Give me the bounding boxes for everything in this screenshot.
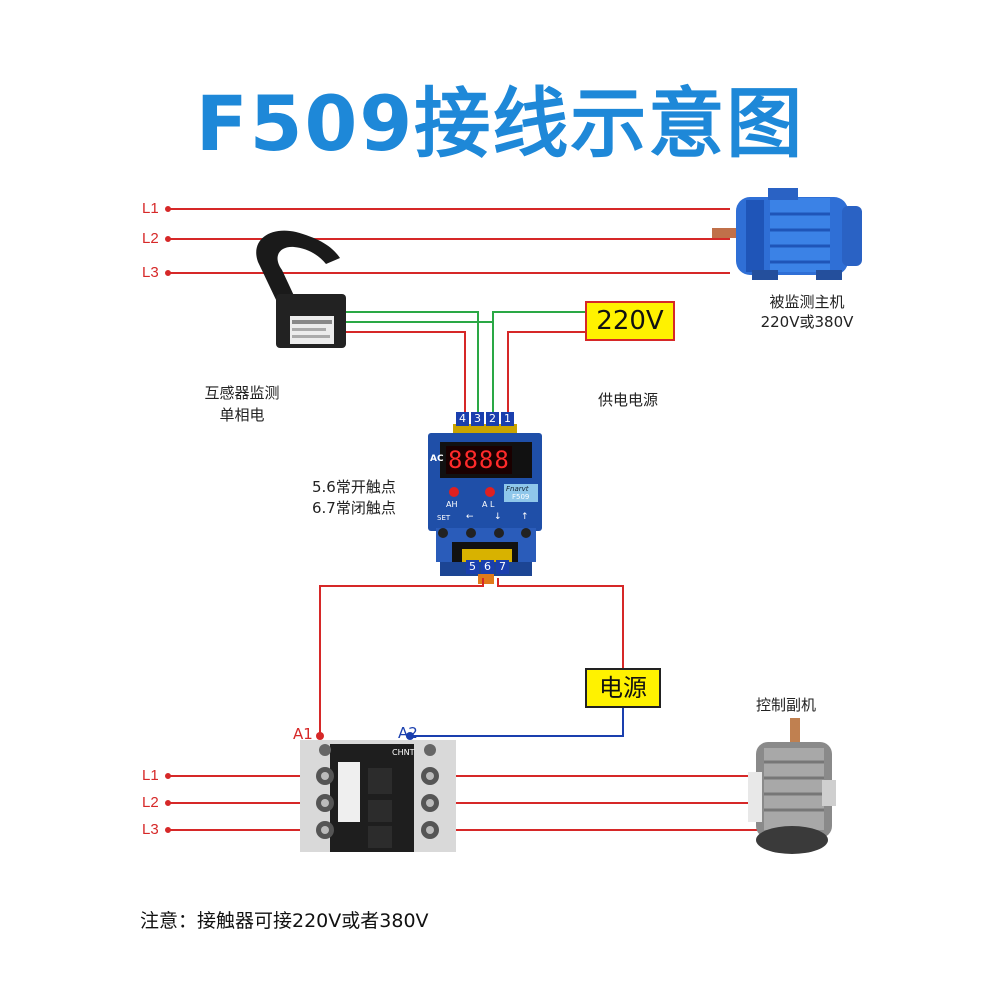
button-left-label: ← (466, 512, 474, 522)
aux-motor-label: 控制副机 (756, 696, 817, 714)
contactor-brand: CHNT (392, 748, 415, 757)
terminal-4: 4 (456, 412, 469, 426)
button-down-label: ↓ (494, 512, 502, 522)
device-led-ah: AH (446, 500, 458, 509)
contacts-label-line1: 5.6常开触点 (312, 478, 396, 496)
sensor-label-line2: 单相电 (219, 406, 265, 424)
main-motor-label-line1: 被监测主机 (769, 293, 845, 311)
top-line-label-l2: L2 (142, 230, 159, 247)
bottom-phase-lines (165, 773, 760, 833)
main-motor-label-line2: 220V或380V (760, 313, 854, 331)
control-wires (316, 578, 624, 740)
main-motor-label: 被监测主机 220V或380V (752, 292, 862, 332)
note-text: 注意：接触器可接220V或者380V (140, 910, 429, 932)
bottom-terminals: 5 6 7 (466, 560, 509, 574)
bottom-line-label-l2: L2 (142, 794, 159, 811)
supply-wires (492, 311, 585, 414)
terminal-a1-label: A1 (293, 725, 313, 743)
page-title: F509接线示意图 (195, 79, 805, 168)
terminal-7: 7 (496, 560, 509, 574)
top-terminals: 4 3 2 1 (456, 412, 514, 426)
power-source-box: 电源 (585, 668, 661, 708)
sensor-wires (346, 311, 494, 414)
terminal-5: 5 (466, 560, 479, 574)
button-set-label: SET (437, 514, 451, 522)
current-transformer-icon (256, 230, 346, 348)
sensor-label-line1: 互感器监测 (204, 384, 280, 402)
device-brand: Fnarvt (506, 485, 529, 493)
bottom-line-label-l3: L3 (142, 821, 159, 838)
device-model: F509 (512, 493, 530, 501)
supply-voltage-box: 220V (585, 301, 675, 341)
supply-label: 供电电源 (598, 391, 659, 409)
main-motor-icon (712, 188, 862, 280)
terminal-1: 1 (501, 412, 514, 426)
contacts-label: 5.6常开触点 6.7常闭触点 (312, 477, 396, 519)
bottom-line-label-l1: L1 (142, 767, 159, 784)
contacts-label-line2: 6.7常闭触点 (312, 499, 396, 517)
device-led-al: A L (482, 500, 495, 509)
sensor-label: 互感器监测 单相电 (192, 382, 292, 426)
device-display: 8888 (448, 446, 510, 474)
terminal-6: 6 (481, 560, 494, 574)
button-up-label: ↑ (521, 512, 529, 522)
contactor-icon (300, 740, 456, 852)
terminal-2: 2 (486, 412, 499, 426)
top-line-label-l3: L3 (142, 264, 159, 281)
aux-motor-icon (748, 718, 836, 854)
terminal-3: 3 (471, 412, 484, 426)
terminal-a2-label: A2 (398, 724, 418, 742)
device-ac-label: AC (430, 454, 444, 464)
top-line-label-l1: L1 (142, 200, 159, 217)
top-phase-lines (165, 206, 730, 276)
